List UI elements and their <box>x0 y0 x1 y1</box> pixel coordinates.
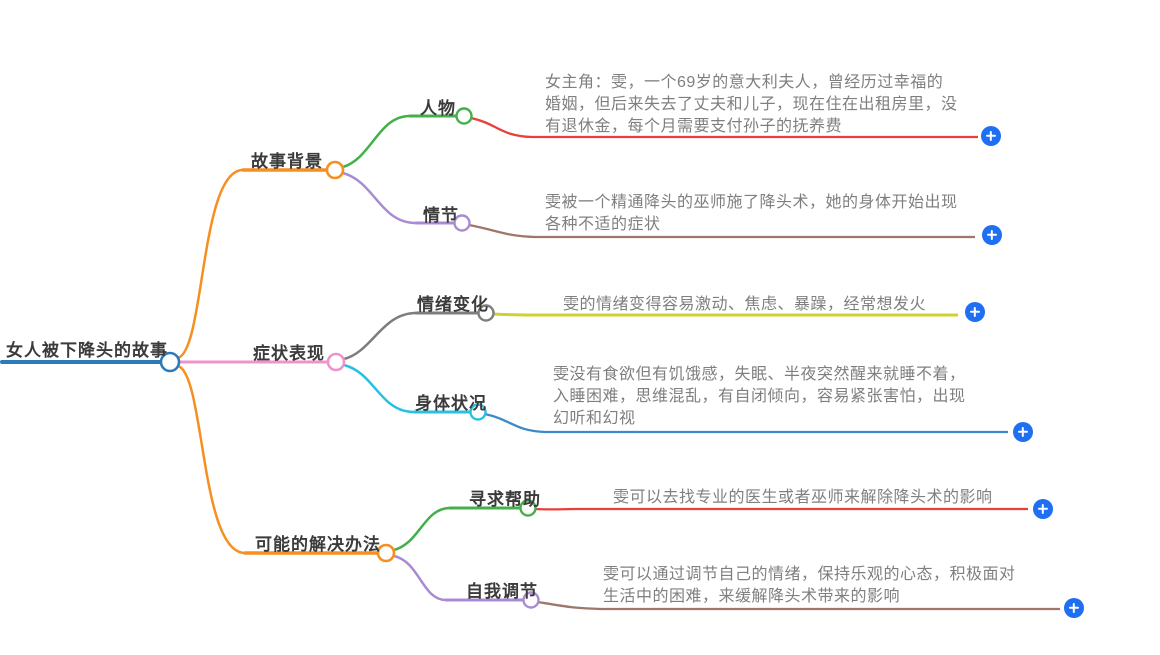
leaf-text-plot[interactable]: 雯被一个精通降头的巫师施了降头术，她的身体开始出现 各种不适的症状 <box>545 194 958 233</box>
characters-node-handle[interactable] <box>455 107 473 125</box>
node-label-story-background[interactable]: 故事背景 <box>251 152 323 171</box>
node-label-solutions[interactable]: 可能的解决办法 <box>255 535 381 554</box>
plot-node-handle[interactable] <box>453 214 471 232</box>
seek-help-node-handle[interactable] <box>519 499 537 517</box>
leaf-text-characters[interactable]: 女主角：雯，一个69岁的意大利夫人，曾经历过幸福的 婚姻，但后来失去了丈夫和儿子… <box>545 74 958 135</box>
solutions-node-handle[interactable] <box>376 543 396 563</box>
root-node-label[interactable]: 女人被下降头的故事 <box>6 341 168 360</box>
connector-plot-to-detail <box>468 223 975 239</box>
connector-root-to-solutions <box>177 364 246 555</box>
story-background-node-handle[interactable] <box>325 160 345 180</box>
node-label-body[interactable]: 身体状况 <box>415 394 487 413</box>
node-label-seek-help[interactable]: 寻求帮助 <box>469 490 541 509</box>
emotion-node-handle[interactable] <box>477 304 495 322</box>
node-label-emotion[interactable]: 情绪变化 <box>417 295 489 314</box>
node-label-self-regulate[interactable]: 自我调节 <box>466 582 538 601</box>
body-node-handle[interactable] <box>469 403 487 421</box>
root-node-handle[interactable] <box>159 351 181 373</box>
add-child-button-plot plus-icon[interactable] <box>982 225 1002 245</box>
add-child-button-body plus-icon[interactable] <box>1013 422 1033 442</box>
leaf-text-body[interactable]: 雯没有食欲但有饥饿感，失眠、半夜突然醒来就睡不着， 入睡困难，思维混乱，有自闭倾… <box>553 366 966 427</box>
connector-emotion-to-detail <box>492 312 958 317</box>
connector-solutions-to-seek-help <box>393 506 451 552</box>
self-regulate-node-handle[interactable] <box>522 591 540 609</box>
connector-root-to-story-background <box>177 168 244 360</box>
node-label-characters[interactable]: 人物 <box>420 99 456 118</box>
node-label-symptoms[interactable]: 症状表现 <box>253 344 325 363</box>
add-child-button-characters plus-icon[interactable] <box>981 126 1001 146</box>
add-child-button-emotion plus-icon[interactable] <box>965 302 985 322</box>
leaf-text-self-regulate[interactable]: 雯可以通过调节自己的情绪，保持乐观的心态，积极面对 生活中的困难，来缓解降头术带… <box>603 566 1016 605</box>
leaf-text-emotion[interactable]: 雯的情绪变得容易激动、焦虑、暴躁，经常想发火 <box>563 296 927 313</box>
node-label-plot[interactable]: 情节 <box>423 206 459 225</box>
connector-story-to-characters <box>342 114 411 169</box>
connector-characters-to-detail <box>470 116 978 139</box>
connector-solutions-to-self-regulate <box>393 554 447 602</box>
connector-symptoms-to-body <box>343 363 415 414</box>
connector-body-to-detail <box>484 412 1008 434</box>
add-child-button-self-regulate plus-icon[interactable] <box>1064 598 1084 618</box>
connector-self-regulate-to-detail <box>537 600 1060 611</box>
symptoms-node-handle[interactable] <box>326 352 346 372</box>
leaf-text-seek-help[interactable]: 雯可以去找专业的医生或者巫师来解除降头术的影响 <box>613 489 993 506</box>
connector-symptoms-to-emotion <box>343 311 417 361</box>
add-child-button-seek-help plus-icon[interactable] <box>1033 499 1053 519</box>
connector-story-to-plot <box>342 171 417 225</box>
